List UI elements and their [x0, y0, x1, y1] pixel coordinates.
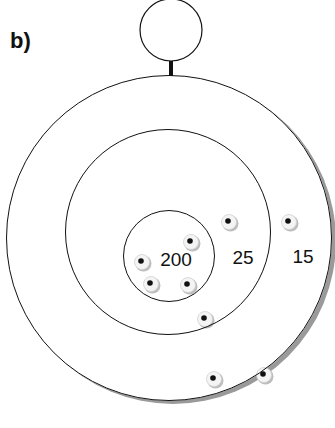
hole-center — [210, 375, 216, 381]
hole-rim — [135, 255, 150, 270]
target-ring: 25 200 — [65, 129, 271, 335]
hole-center — [225, 218, 231, 224]
hanger-stem — [169, 60, 173, 76]
hole-center — [260, 371, 266, 377]
hole-shadow — [223, 216, 239, 232]
hole-shadow — [208, 373, 224, 389]
hole-center — [147, 280, 153, 286]
score-value: 25 — [232, 248, 253, 267]
hole-rim — [257, 368, 272, 383]
hanger-ring — [140, 0, 202, 61]
hole-center — [285, 218, 291, 224]
hole-rim — [222, 215, 237, 230]
hole-shadow — [145, 278, 161, 294]
hole-rim — [181, 278, 196, 293]
target-ring: 200 — [123, 210, 215, 302]
hole-center — [138, 258, 144, 264]
hole-shadow — [199, 313, 215, 329]
hole-rim — [198, 312, 213, 327]
hole-center — [201, 315, 207, 321]
hole-rim — [207, 372, 222, 387]
hole-center — [184, 281, 190, 287]
hole-rim — [282, 215, 297, 230]
hole-shadow — [182, 279, 198, 295]
hole-rim — [144, 277, 159, 292]
panel-label: b) — [10, 30, 31, 52]
target-face — [6, 75, 332, 401]
hole-shadow — [258, 369, 274, 385]
target-ring: 15 25 200 — [6, 75, 332, 401]
score-value: 200 — [160, 250, 192, 269]
hole-shadow — [136, 256, 152, 272]
hole-center — [187, 238, 193, 244]
hole-shadow — [283, 216, 299, 232]
hole-rim — [184, 235, 199, 250]
bullet-holes — [135, 215, 299, 389]
score-value: 15 — [292, 247, 313, 266]
